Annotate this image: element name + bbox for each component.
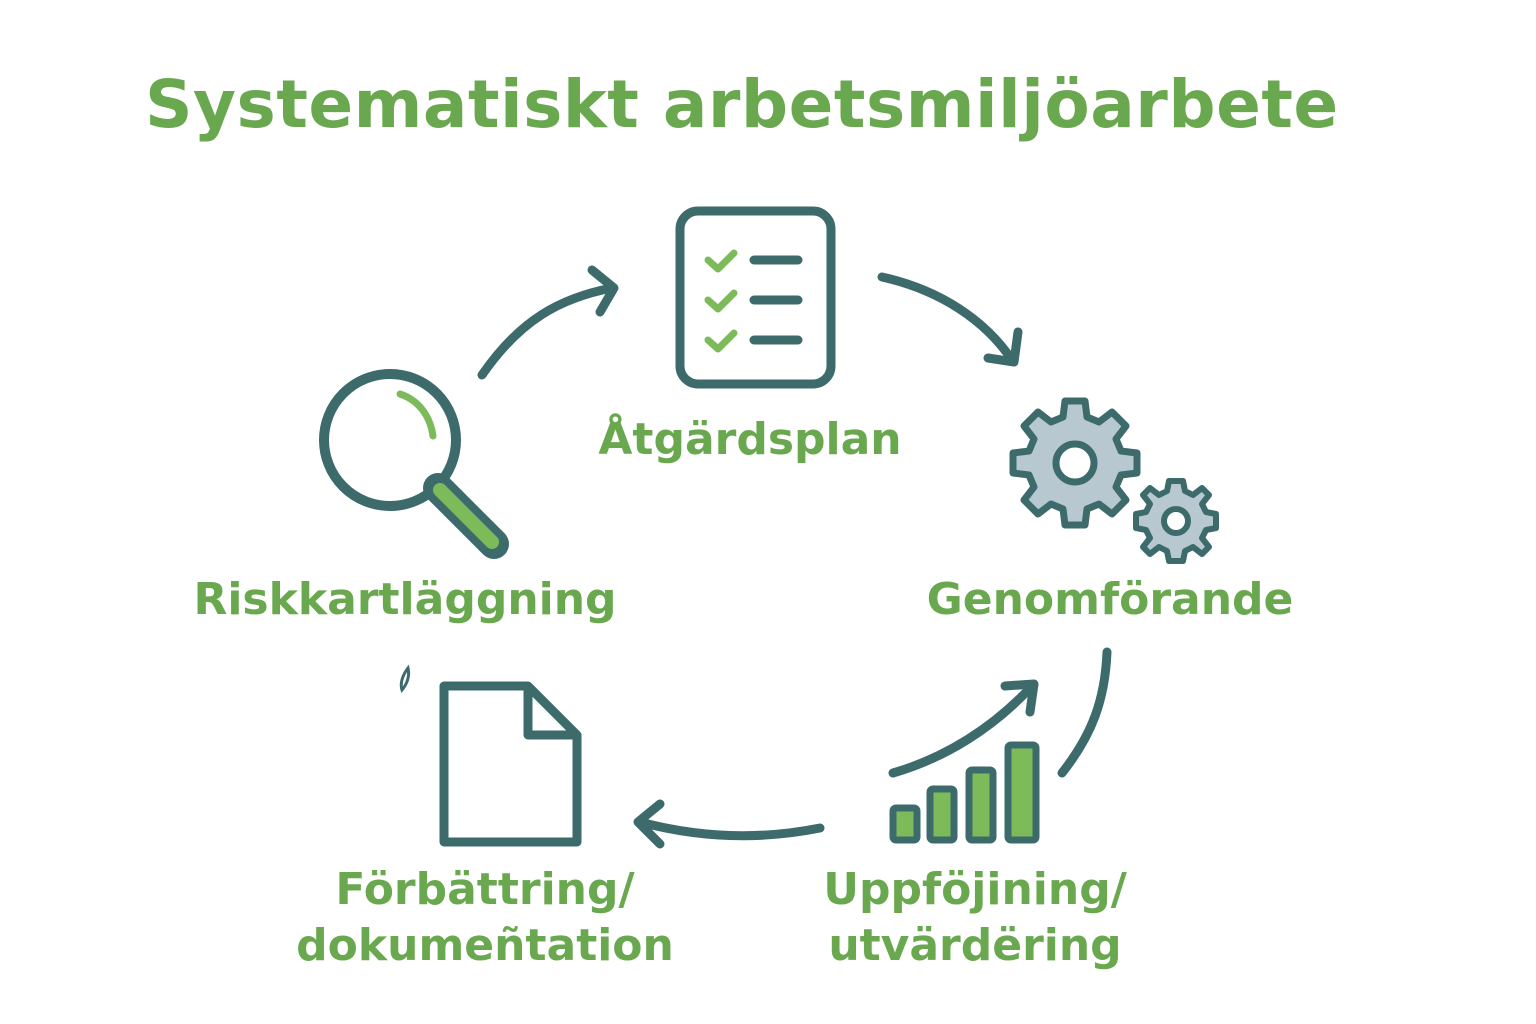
step-label-forbattring-line-1: Förbättring/	[335, 864, 635, 915]
growth-chart-icon	[888, 679, 1040, 844]
diagram-title: Systematiskt arbetsmiljöarbete	[145, 66, 1339, 143]
step-label-uppfoljning-line-1: Uppföjining/	[823, 864, 1127, 915]
step-label-forbattring-line-2: dokumeñtation	[296, 920, 674, 971]
step-label-riskkartlaggning: Riskkartläggning	[185, 572, 625, 628]
step-label-atgardsplan: Åtgärdsplan	[590, 412, 910, 468]
arrow-plan-to-execution	[877, 272, 1023, 367]
step-label-genomforande: Genomförande	[905, 572, 1315, 628]
step-label-uppfoljning-line-2: utvärdëring	[828, 920, 1122, 971]
step-label-riskkartlaggning-line-1: Riskkartläggning	[193, 574, 617, 625]
gears-icon	[1009, 397, 1219, 564]
step-label-genomforande-line-1: Genomförande	[926, 574, 1294, 625]
arrow-execution-to-followup	[1057, 647, 1112, 778]
arrow-risk-to-plan	[477, 265, 619, 380]
step-label-uppfoljning: Uppföjining/ utvärdëring	[805, 862, 1145, 974]
step-label-forbattring: Förbättring/ dokumeñtation	[285, 862, 685, 974]
arrow-followup-to-improvement	[633, 799, 825, 849]
document-icon	[399, 664, 582, 847]
step-label-atgardsplan-line-1: Åtgärdsplan	[598, 414, 902, 465]
checklist-icon	[675, 206, 836, 389]
magnifier-icon	[319, 369, 509, 559]
